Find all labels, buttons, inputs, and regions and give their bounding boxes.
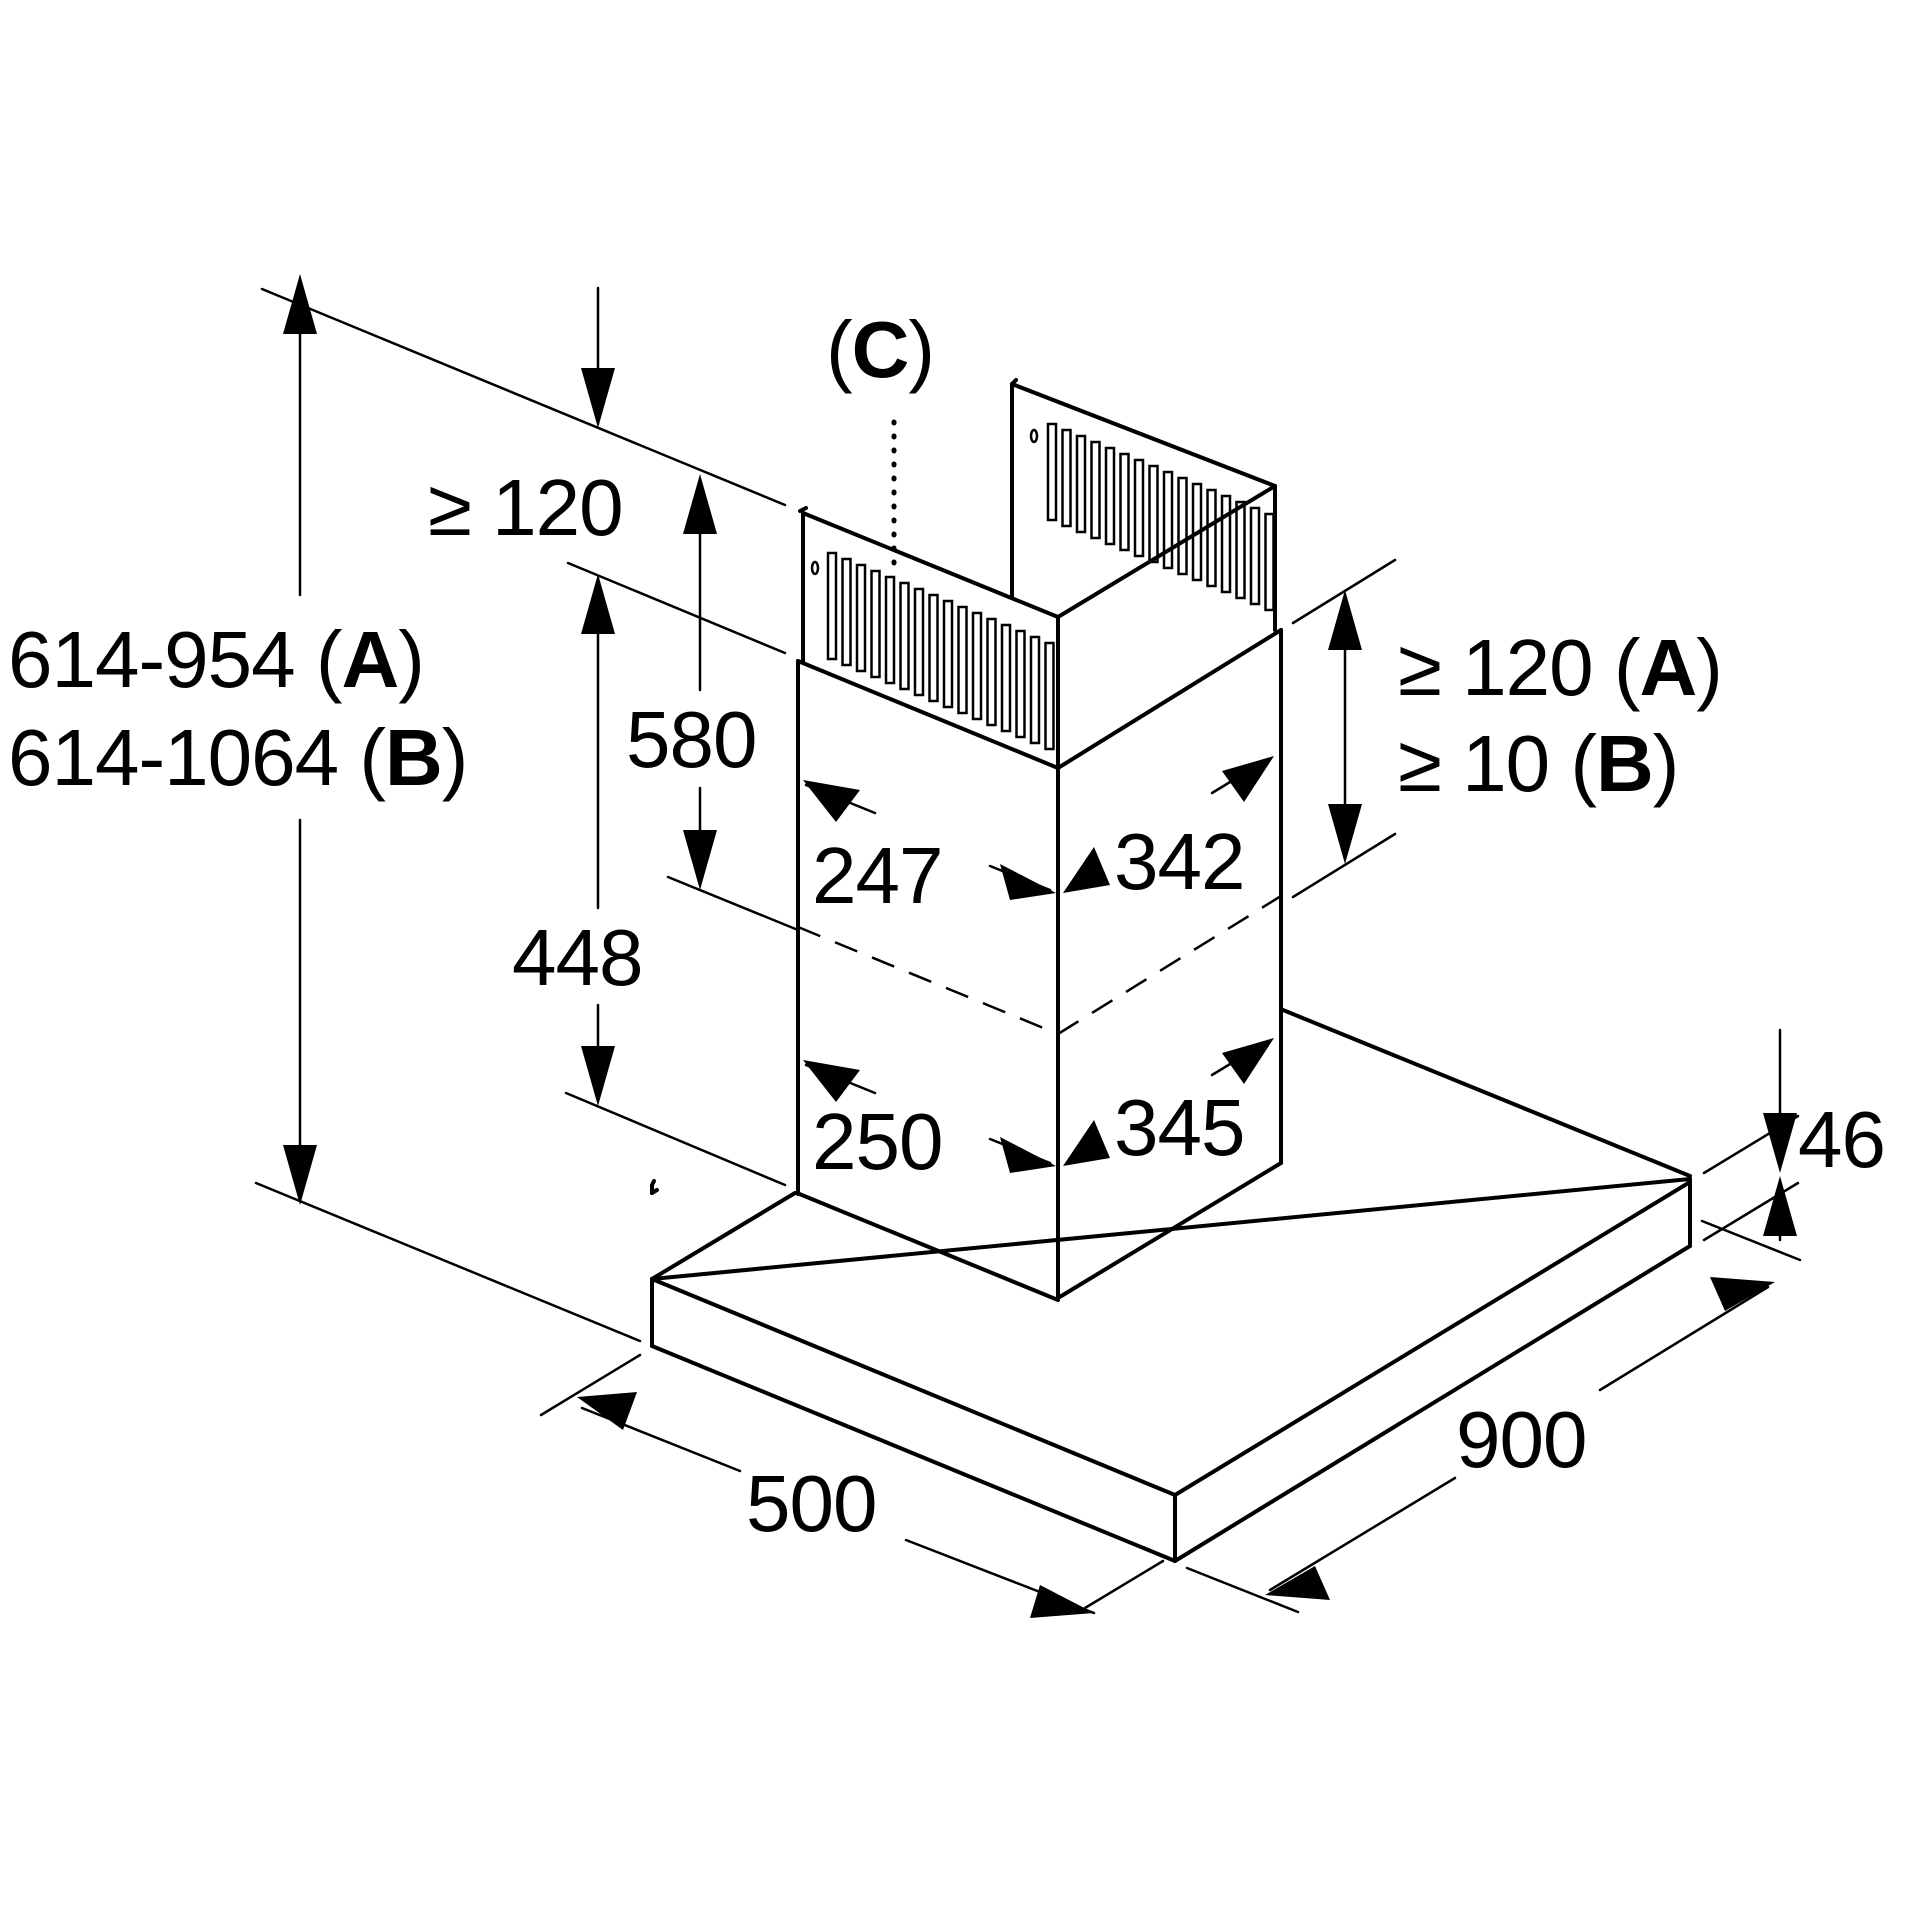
top-clearance-a-value: ≥ 120	[1398, 623, 1594, 712]
marker-c-label: (C)	[826, 305, 935, 394]
top-clearance-a-label: ≥ 120 (A)	[1398, 623, 1723, 712]
total-height-a-value: 614-954	[8, 615, 296, 704]
vent-slot	[971, 611, 983, 721]
vent-slot	[1046, 422, 1058, 522]
vent-slot	[841, 557, 852, 667]
canopy	[650, 1008, 1692, 1563]
marker-a: A	[1639, 623, 1697, 712]
lower-chimney-height-label: 448	[512, 913, 643, 1002]
total-height-a-label: 614-954 (A)	[8, 615, 425, 704]
vent-slot	[1029, 635, 1041, 745]
vent-slot	[1177, 476, 1188, 576]
vent-slot	[928, 593, 939, 703]
vent-slot	[1264, 512, 1275, 612]
ceiling-clearance-value: ≥ 120	[428, 463, 624, 552]
vent-slot	[1061, 428, 1072, 528]
vent-slot	[1235, 500, 1246, 600]
lower-chimney-depth-label: 250	[812, 1097, 943, 1186]
vent-slot	[913, 587, 925, 697]
marker-b: B	[384, 713, 443, 802]
vent-slot	[1206, 488, 1217, 588]
vent-slot	[870, 569, 881, 679]
ceiling-clearance-label: ≥ 120	[428, 468, 624, 548]
arrow-heads	[283, 274, 1797, 1618]
total-height-b-value: 614-1064	[8, 713, 339, 802]
screw-hole-left	[810, 560, 820, 576]
vent-slots-right	[1046, 422, 1275, 612]
vent-slot	[1044, 641, 1055, 751]
vent-slot	[1220, 494, 1232, 594]
canopy-width-label: 900	[1456, 1395, 1587, 1484]
canopy-depth-label: 500	[746, 1459, 877, 1548]
vent-slot	[1133, 458, 1145, 558]
marker-b: B	[1596, 719, 1654, 808]
lower-chimney	[796, 628, 1283, 1300]
canopy-thickness-label: 46	[1798, 1095, 1886, 1184]
upper-chimney	[798, 378, 1277, 770]
vent-slot	[942, 599, 954, 709]
top-clearance-b-label: ≥ 10 (B)	[1398, 719, 1679, 808]
marker-a: A	[341, 615, 399, 704]
vent-slot	[1148, 464, 1159, 564]
vent-slot	[884, 575, 896, 685]
vent-slot	[1075, 434, 1087, 534]
vent-slot	[986, 617, 997, 727]
top-clearance-b-value: ≥ 10	[1398, 719, 1550, 808]
vent-slot	[1090, 440, 1101, 540]
vent-slot	[1249, 506, 1261, 606]
vent-slot	[899, 581, 910, 691]
total-height-b-label: 614-1064 (B)	[8, 713, 468, 802]
vent-slot	[1162, 470, 1174, 570]
vent-slot	[957, 605, 968, 715]
marker-c: C	[851, 305, 910, 394]
upper-chimney-depth-label: 247	[812, 831, 943, 920]
vent-slot	[855, 563, 867, 673]
vent-slots-left	[826, 551, 1055, 751]
upper-chimney-height-label: 580	[626, 695, 757, 784]
vent-slot	[826, 551, 838, 661]
vent-slot	[1015, 629, 1026, 739]
screw-hole-right	[1029, 428, 1039, 444]
vent-slot	[1104, 446, 1116, 546]
vent-slot	[1119, 452, 1130, 552]
lower-chimney-width-label: 345	[1114, 1083, 1245, 1172]
vent-slot	[1000, 623, 1012, 733]
extension-lines	[254, 287, 1802, 1614]
vent-slot	[1191, 482, 1203, 582]
upper-chimney-width-label: 342	[1114, 817, 1245, 906]
